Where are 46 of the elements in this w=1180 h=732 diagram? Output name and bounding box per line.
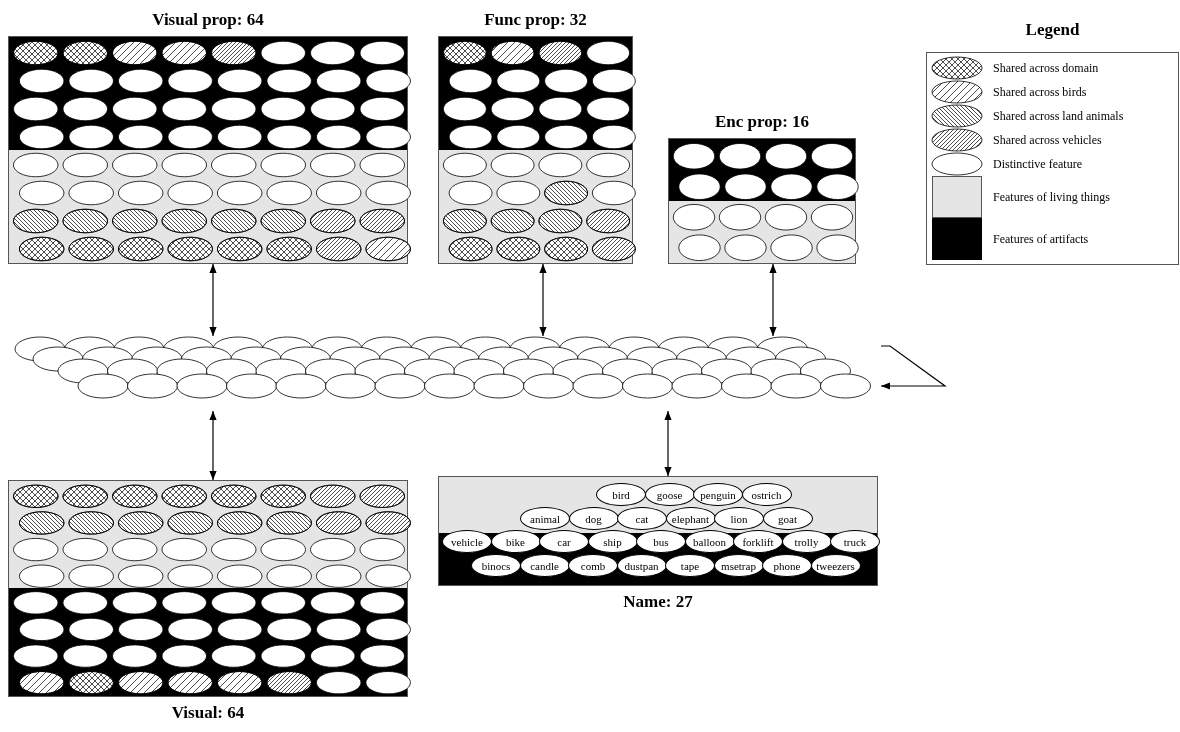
word-unit: bird [596, 483, 646, 506]
layer-title: Visual prop: 64 [151, 10, 265, 30]
recurrent-arrow [880, 345, 947, 390]
word-unit: car [539, 530, 589, 553]
word-unit: dog [568, 507, 619, 530]
word-unit: balloon [684, 530, 735, 553]
layer-title: Func prop: 32 [483, 10, 588, 30]
arrow [539, 263, 547, 337]
word-unit: dustpan [616, 554, 667, 577]
word-unit: animal [520, 507, 570, 530]
word-unit: trolly [781, 530, 832, 553]
word-unit: lion [714, 507, 764, 530]
legend-label: Features of living things [993, 189, 1110, 205]
legend-label: Distinctive feature [993, 156, 1082, 172]
word-unit: candle [519, 554, 570, 577]
word-unit: bike [490, 530, 541, 553]
arrow [664, 410, 672, 477]
word-unit: phone [762, 554, 812, 577]
word-unit: vehicle [442, 530, 492, 553]
word-unit: tweezers [810, 554, 861, 577]
arrow [209, 410, 217, 481]
arrow [769, 263, 777, 337]
word-unit: comb [568, 554, 618, 577]
word-unit: tape [665, 554, 715, 577]
word-unit: msetrap [713, 554, 764, 577]
layer-title: Visual: 64 [170, 703, 246, 723]
legend-label: Features of artifacts [993, 231, 1089, 247]
word-unit: cat [617, 507, 667, 530]
word-unit: forklift [733, 530, 783, 553]
legend-label: Shared across land animals [993, 108, 1124, 124]
word-unit: elephant [665, 507, 716, 530]
legend-label: Shared across domain [993, 60, 1099, 76]
word-unit: goat [762, 507, 813, 530]
arrow [209, 263, 217, 337]
word-unit: bus [636, 530, 686, 553]
word-unit: ship [587, 530, 638, 553]
word-unit: goose [644, 483, 695, 506]
word-unit: truck [830, 530, 880, 553]
legend-label: Shared across birds [993, 84, 1087, 100]
legend-label: Shared across vehicles [993, 132, 1102, 148]
layer-title: Enc prop: 16 [713, 112, 811, 132]
legend-title: Legend [1024, 20, 1081, 41]
word-unit: penguin [693, 483, 743, 506]
word-unit: binocs [471, 554, 521, 577]
word-unit: ostrich [741, 483, 792, 506]
layer-title: Name: 27 [622, 592, 694, 612]
